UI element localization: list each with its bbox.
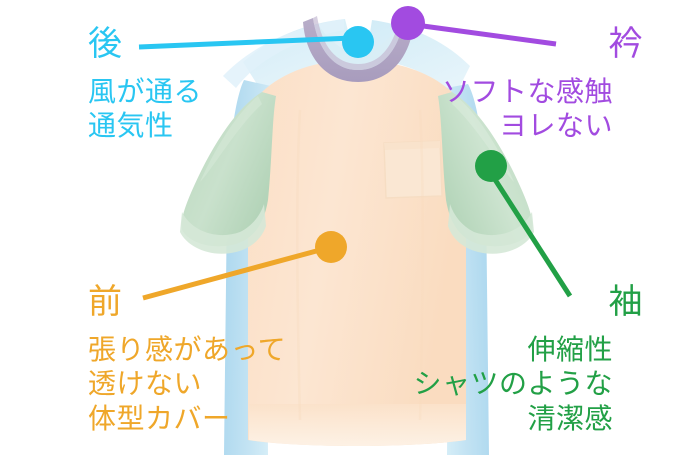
callout-front-line-1: 張り感があって: [88, 334, 287, 365]
callout-front-line-2: 透けない: [88, 368, 203, 400]
callout-heading-back: 後: [88, 25, 123, 63]
marker-dot-back[interactable]: [342, 26, 374, 58]
body-fold-right: [418, 109, 424, 421]
sleeve-cuff-left: [180, 204, 266, 254]
callout-heading-sleeve: 袖: [608, 283, 643, 321]
callout-body-back: 風が通る 通気性: [88, 74, 202, 143]
callout-body-front: 張り感があって 透けない 体型カバー: [88, 332, 286, 435]
sleeve-highlight-left: [200, 96, 262, 182]
callout-back-line-2: 通気性: [88, 110, 174, 142]
collar-rib-highlight: [313, 16, 404, 70]
callout-front-line-3: 体型カバー: [88, 402, 231, 434]
callout-heading-collar: 衿: [608, 25, 643, 63]
chest-pocket-flap: [384, 141, 440, 150]
callout-sleeve-line-3: 清潔感: [527, 402, 613, 434]
callout-body-collar: ソフトな感触 ヨレない: [442, 74, 613, 143]
body-fold-left: [296, 109, 302, 421]
callout-sleeve-line-1: 伸縮性: [527, 334, 613, 365]
collar-rib: [303, 18, 414, 82]
shirt-hem: [249, 404, 466, 446]
callout-sleeve-line-2: シャツのような: [413, 368, 613, 400]
callout-collar-line-1: ソフトな感触: [441, 76, 613, 107]
marker-dot-sleeve[interactable]: [475, 150, 507, 182]
callout-collar-line-2: ヨレない: [498, 110, 613, 142]
marker-dot-collar[interactable]: [391, 6, 425, 40]
callout-heading-front: 前: [88, 283, 123, 321]
sleeve-left: [181, 92, 276, 247]
callout-back-line-1: 風が通る: [88, 76, 203, 107]
callout-body-sleeve: 伸縮性 シャツのような 清潔感: [413, 332, 613, 435]
marker-dot-front[interactable]: [315, 231, 347, 263]
